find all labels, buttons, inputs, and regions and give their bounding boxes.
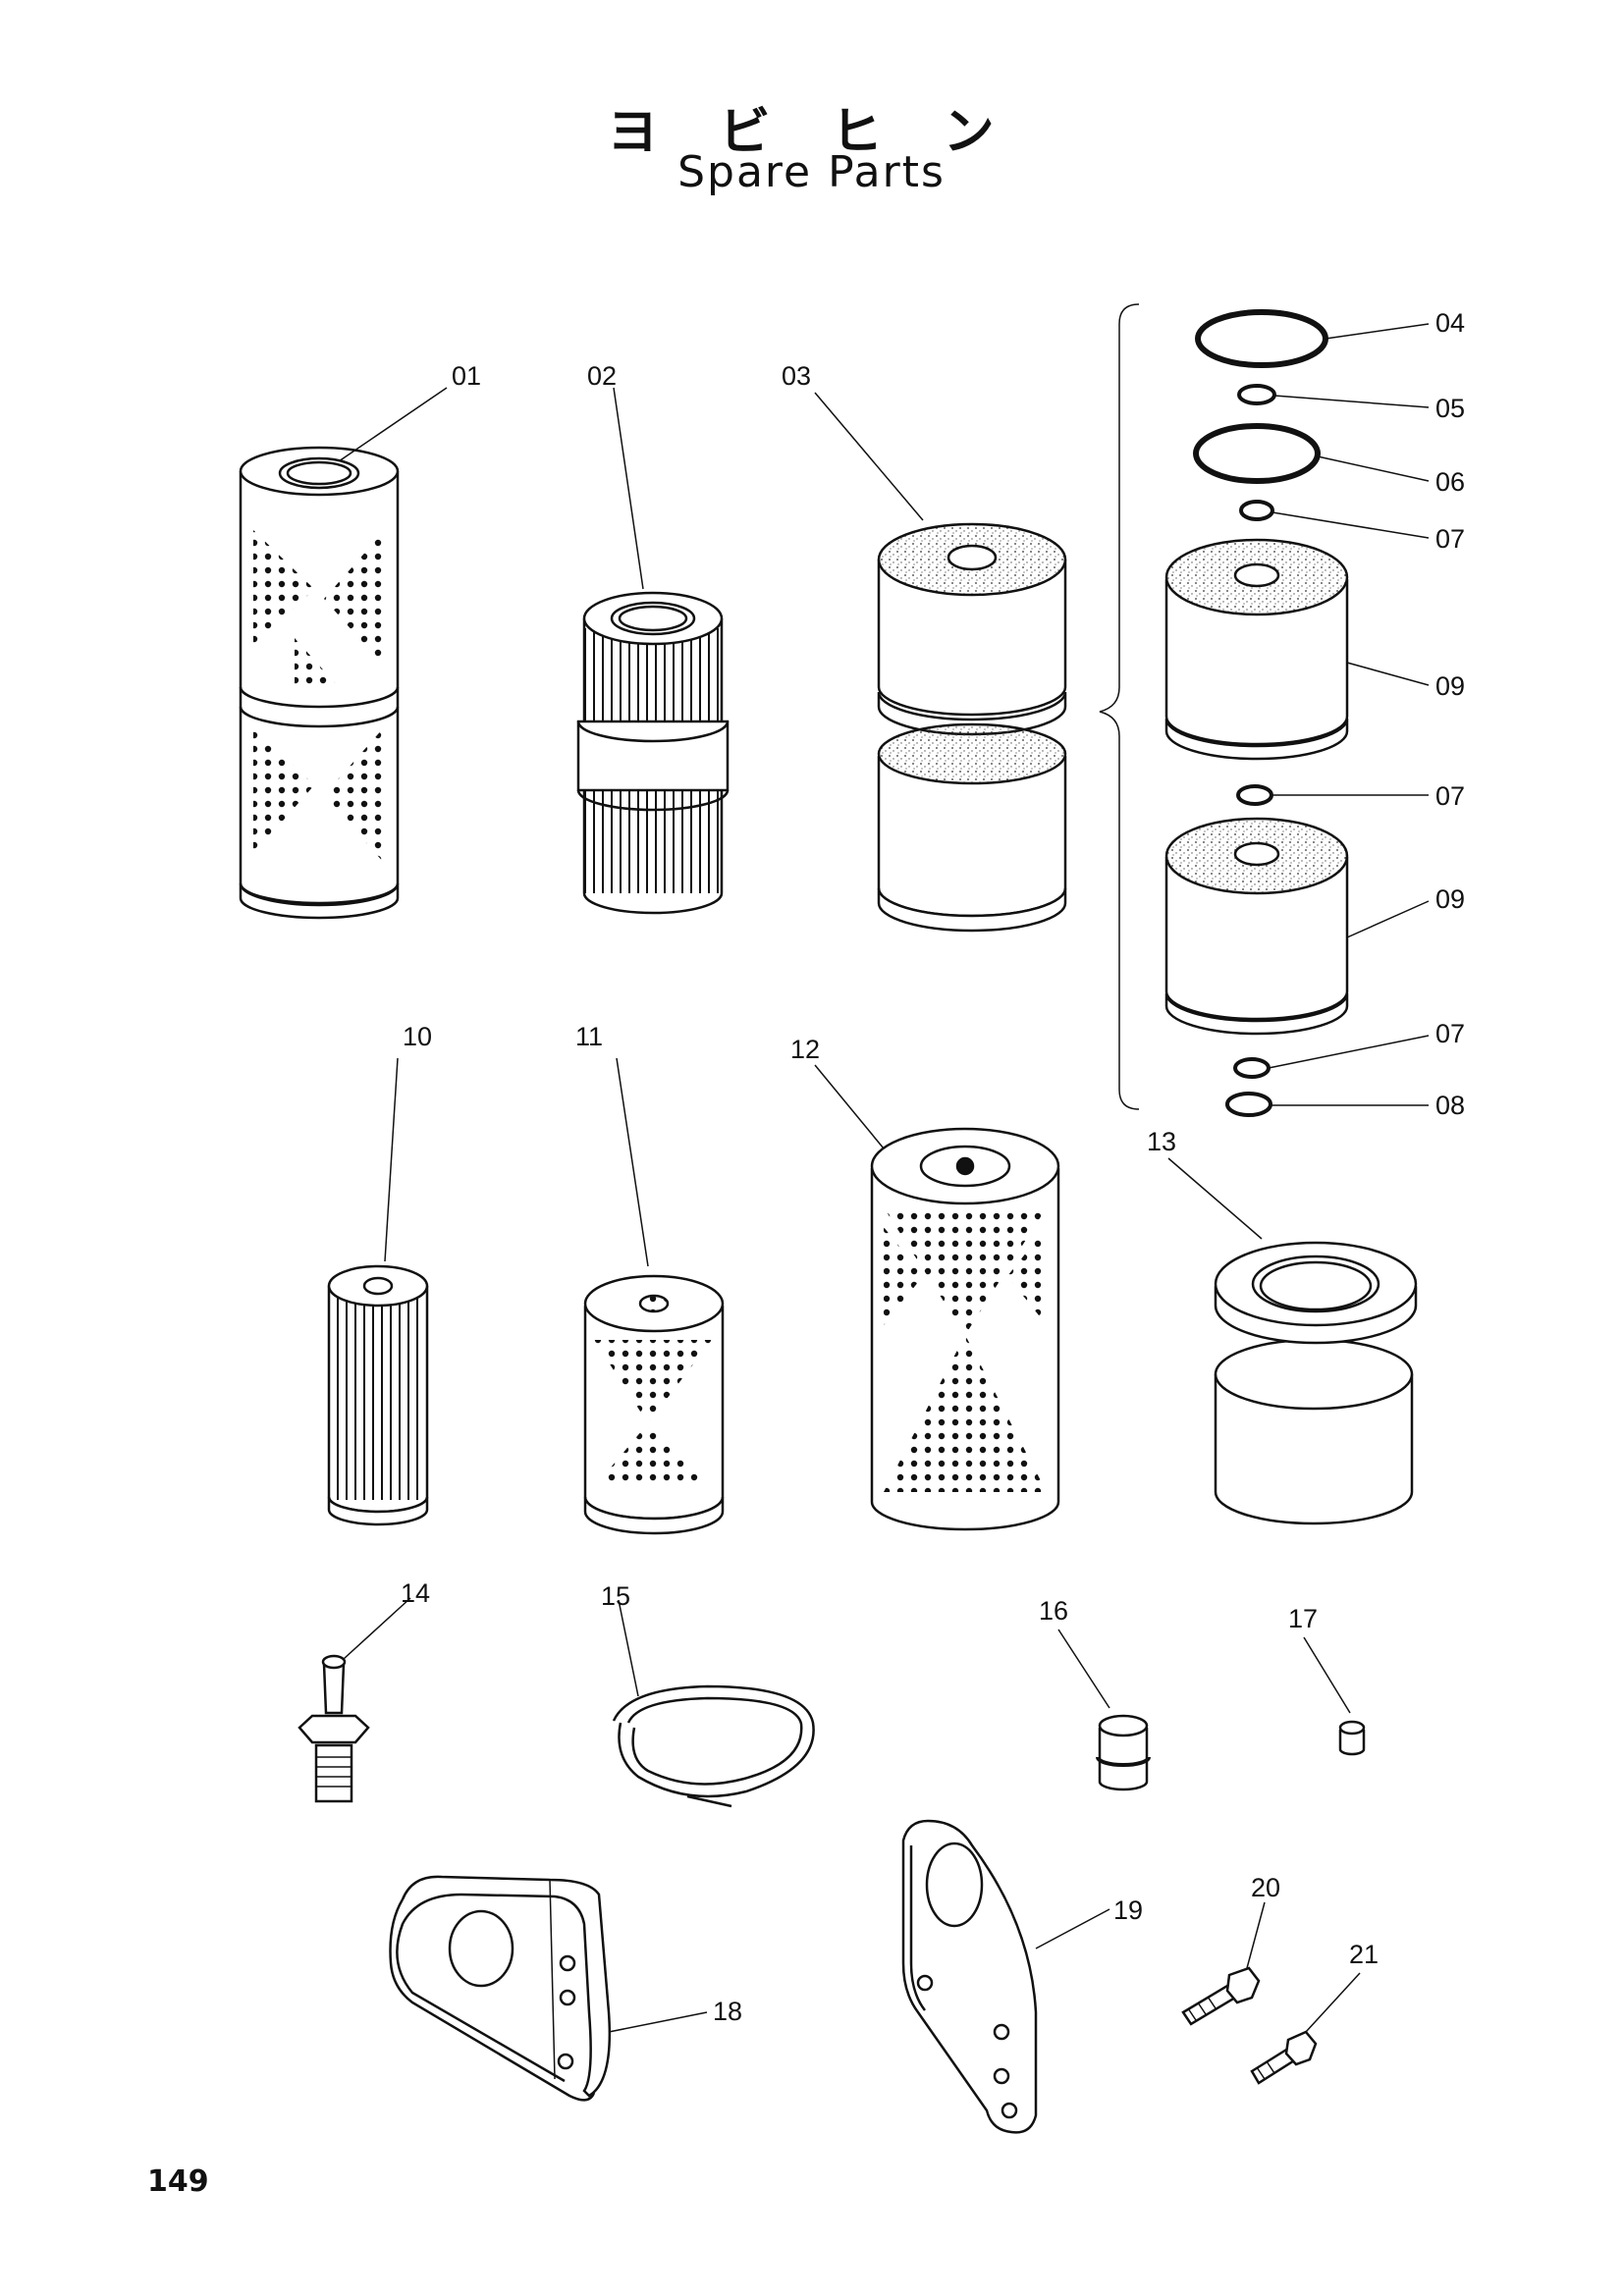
leader-line [1268, 1035, 1430, 1069]
part-label-09: 09 [1435, 884, 1465, 914]
large-o-ring-icon [1193, 423, 1321, 484]
leader-line [618, 1599, 639, 1697]
part-label-11: 11 [575, 1022, 603, 1051]
part-label-09: 09 [1435, 671, 1465, 701]
part-label-04: 04 [1435, 308, 1465, 338]
leader-line [814, 392, 924, 521]
small-washer-icon [1225, 1092, 1272, 1117]
leader-line [338, 387, 448, 462]
leader-line [814, 1064, 885, 1149]
small-washer-icon [1236, 784, 1273, 806]
leader-line [1303, 1636, 1351, 1714]
leader-line [613, 387, 644, 590]
small-washer-icon [1237, 384, 1276, 405]
part-label-07: 07 [1435, 781, 1465, 811]
pleated-filter-element-slim-icon [327, 1264, 429, 1526]
part-label-17: 17 [1288, 1604, 1318, 1633]
leader-line [1346, 900, 1430, 938]
part-label-15: 15 [601, 1581, 630, 1611]
part-label-13: 13 [1147, 1127, 1176, 1156]
page-title: Spare Parts [677, 147, 946, 197]
part-label-06: 06 [1435, 467, 1465, 497]
leader-line [1057, 1629, 1110, 1709]
dual-cartridge-filter-icon [877, 522, 1067, 933]
part-label-03: 03 [782, 361, 811, 391]
large-o-ring-icon [1195, 309, 1328, 368]
plug-cap-icon [1096, 1714, 1151, 1791]
leader-line [1273, 395, 1430, 408]
part-label-18: 18 [713, 1997, 742, 2026]
part-label-07: 07 [1435, 524, 1465, 554]
part-label-01: 01 [452, 361, 481, 391]
part-label-14: 14 [401, 1578, 430, 1608]
part-label-21: 21 [1349, 1940, 1379, 1969]
hose-tube-coil-icon [612, 1684, 815, 1808]
mounting-bracket-icon [389, 1875, 612, 2102]
part-label-02: 02 [587, 361, 617, 391]
part-label-10: 10 [403, 1022, 432, 1051]
hex-bolt-icon [1250, 2030, 1318, 2085]
part-label-12: 12 [790, 1035, 820, 1064]
leader-line [1305, 1972, 1361, 2033]
pleated-filter-element-icon [576, 591, 730, 915]
page-title-japanese: ヨ ビ ヒ ン [607, 103, 1016, 162]
small-washer-icon [1239, 500, 1274, 521]
part-label-07: 07 [1435, 1019, 1465, 1048]
leader-line [1346, 662, 1430, 686]
group-brace [1099, 303, 1140, 1110]
leader-line [1317, 455, 1430, 482]
perforated-filter-element-large-icon [870, 1127, 1060, 1531]
leader-line [1325, 323, 1430, 340]
small-washer-icon [1233, 1057, 1271, 1079]
leader-line [1271, 511, 1430, 539]
leader-line [343, 1597, 411, 1660]
leader-line [616, 1057, 649, 1267]
leader-line [608, 2011, 708, 2033]
part-labels: 01 02 03 04 05 06 07 09 07 09 07 08 10 1… [401, 308, 1465, 2026]
page-number: 149 [147, 2164, 209, 2199]
part-label-05: 05 [1435, 394, 1465, 423]
leader-line [1246, 1901, 1266, 1969]
part-label-20: 20 [1251, 1873, 1280, 1902]
small-plug-icon [1338, 1720, 1366, 1756]
cartridge-filter-icon [1164, 817, 1349, 1036]
part-label-19: 19 [1113, 1896, 1143, 1925]
cartridge-filter-perforated-tall-icon [239, 446, 400, 920]
hex-bolt-icon [1181, 1966, 1261, 2026]
leader-line [384, 1057, 399, 1262]
perforated-filter-element-icon [583, 1274, 725, 1535]
leader-line [1035, 1908, 1110, 1949]
filter-element-with-flange-icon [1214, 1241, 1418, 1525]
mounting-bracket-plate-icon [901, 1819, 1038, 2134]
grease-nipple-icon [298, 1654, 370, 1803]
part-label-16: 16 [1039, 1596, 1068, 1626]
leader-line [1167, 1157, 1263, 1240]
cartridge-filter-icon [1164, 538, 1349, 761]
part-label-08: 08 [1435, 1091, 1465, 1120]
